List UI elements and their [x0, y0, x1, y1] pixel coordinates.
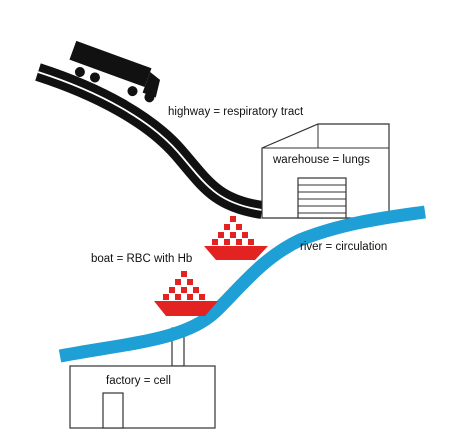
factory-label: factory = cell: [106, 375, 171, 387]
warehouse-label: warehouse = lungs: [272, 154, 370, 166]
warehouse-door: [297, 177, 347, 219]
highway-label: highway = respiratory tract: [168, 106, 304, 118]
boat-icon: [154, 271, 218, 316]
warehouse: [261, 123, 390, 219]
truck-icon: [69, 40, 161, 103]
boat-label: boat = RBC with Hb: [91, 253, 192, 265]
boat-icon: [204, 216, 268, 260]
factory: [69, 327, 216, 429]
river-label: river = circulation: [300, 241, 387, 253]
highway: [35, 63, 264, 219]
river: [58, 205, 426, 363]
